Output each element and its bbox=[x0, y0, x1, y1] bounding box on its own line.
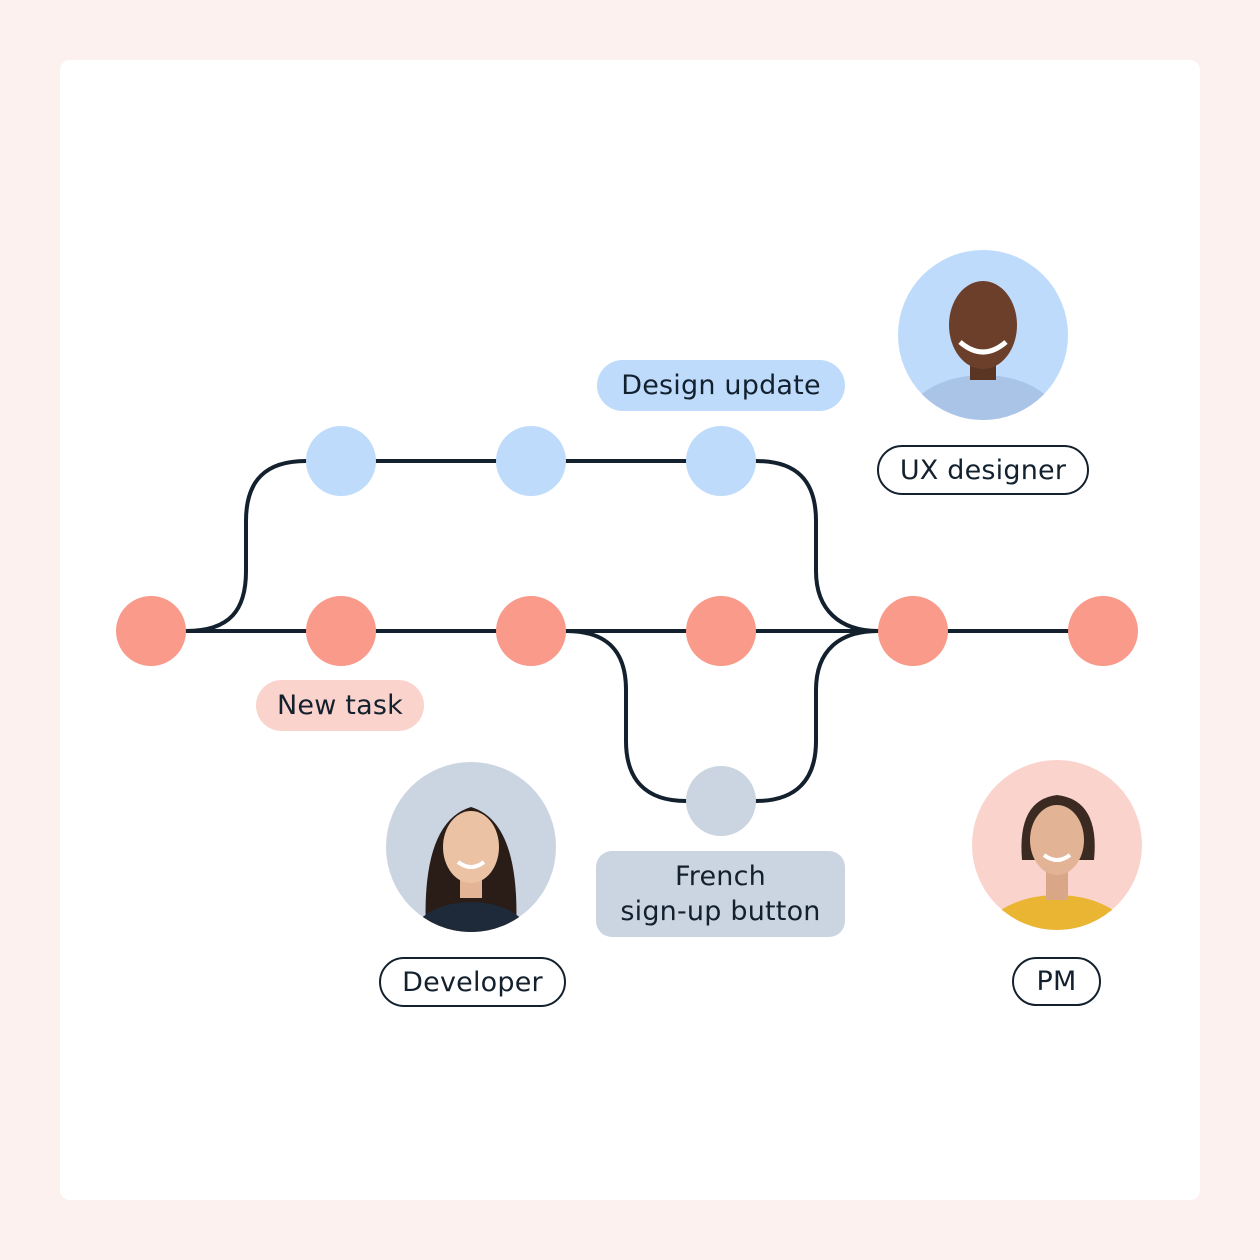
french-signup-label: French sign-up button bbox=[596, 851, 845, 937]
pm-role-label: PM bbox=[1012, 957, 1101, 1006]
pm-avatar bbox=[972, 760, 1142, 930]
design-node bbox=[496, 426, 566, 496]
new-task-label: New task bbox=[256, 680, 424, 731]
french-label-line2: sign-up button bbox=[620, 896, 821, 927]
ux-designer-avatar bbox=[898, 250, 1068, 420]
design-update-label: Design update bbox=[597, 360, 845, 411]
main-node bbox=[1068, 596, 1138, 666]
main-node bbox=[878, 596, 948, 666]
french-label-line1: French bbox=[675, 861, 766, 892]
developer-role-label: Developer bbox=[379, 957, 566, 1007]
main-node bbox=[306, 596, 376, 666]
main-node bbox=[496, 596, 566, 666]
person-icon bbox=[983, 795, 1131, 930]
dev-node bbox=[686, 766, 756, 836]
developer-avatar bbox=[386, 762, 556, 932]
person-icon bbox=[905, 281, 1061, 420]
design-node bbox=[306, 426, 376, 496]
dev-branch-line bbox=[564, 629, 880, 803]
design-node bbox=[686, 426, 756, 496]
main-node bbox=[686, 596, 756, 666]
person-icon bbox=[410, 807, 532, 932]
ux-designer-role-label: UX designer bbox=[877, 445, 1089, 495]
main-node bbox=[116, 596, 186, 666]
